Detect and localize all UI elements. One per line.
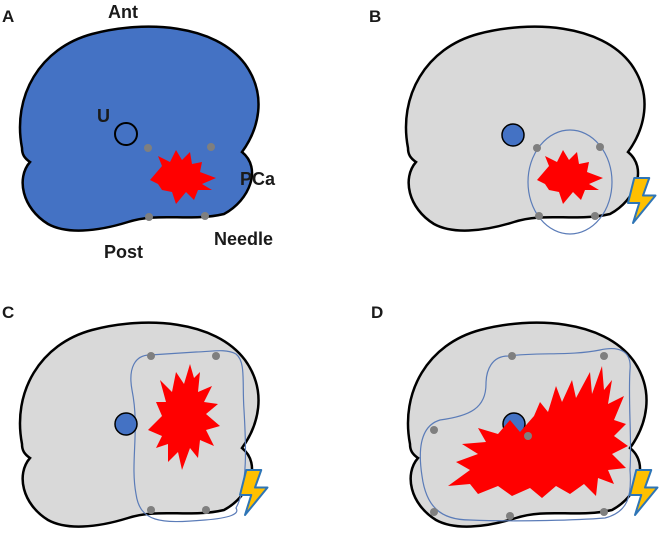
ablation-zone: [527, 129, 613, 235]
needle-dot: [591, 212, 599, 220]
needle-dot: [145, 213, 153, 221]
anterior-label: Ant: [108, 2, 138, 22]
needle-dot: [430, 508, 438, 516]
panel-letter: D: [371, 303, 383, 322]
urethra-marker: [501, 123, 525, 147]
needle-dot: [144, 144, 152, 152]
panel-letter: C: [2, 303, 14, 322]
needle-dot: [596, 143, 604, 151]
lightning-bolt-icon: [627, 177, 657, 224]
tumor-label: PCa: [240, 169, 276, 189]
panel-c: C: [2, 303, 269, 528]
ablation-zone: [419, 348, 632, 522]
needle-dot: [508, 352, 516, 360]
needle-dot: [201, 212, 209, 220]
needle-dot: [147, 506, 155, 514]
needle-dot: [535, 212, 543, 220]
needle-dot: [506, 512, 514, 520]
needle-dot: [202, 506, 210, 514]
needle-dot: [600, 508, 608, 516]
needle-label: Needle: [214, 229, 273, 249]
needle-dot: [147, 352, 155, 360]
panel-b: B: [369, 7, 657, 235]
needle-dot: [600, 352, 608, 360]
lightning-bolt-icon: [629, 469, 659, 516]
panel-a: A Ant U PCa Post Needle: [2, 2, 276, 262]
panel-letter: A: [2, 7, 14, 26]
prostate-outline: [404, 25, 646, 232]
urethra-marker: [114, 122, 138, 146]
needle-dot: [212, 352, 220, 360]
needle-dot: [207, 143, 215, 151]
urethra-marker: [114, 412, 138, 436]
panel-letter: B: [369, 7, 381, 26]
urethra-label: U: [97, 106, 110, 126]
lightning-bolt-icon: [239, 469, 269, 516]
ablation-zone: [130, 350, 247, 523]
needle-dot: [430, 426, 438, 434]
prostate-outline: [18, 321, 260, 528]
needle-dot: [524, 432, 532, 440]
panel-d: D: [371, 303, 659, 528]
needle-dot: [533, 144, 541, 152]
prostate-outline: [18, 25, 260, 232]
posterior-label: Post: [104, 242, 143, 262]
